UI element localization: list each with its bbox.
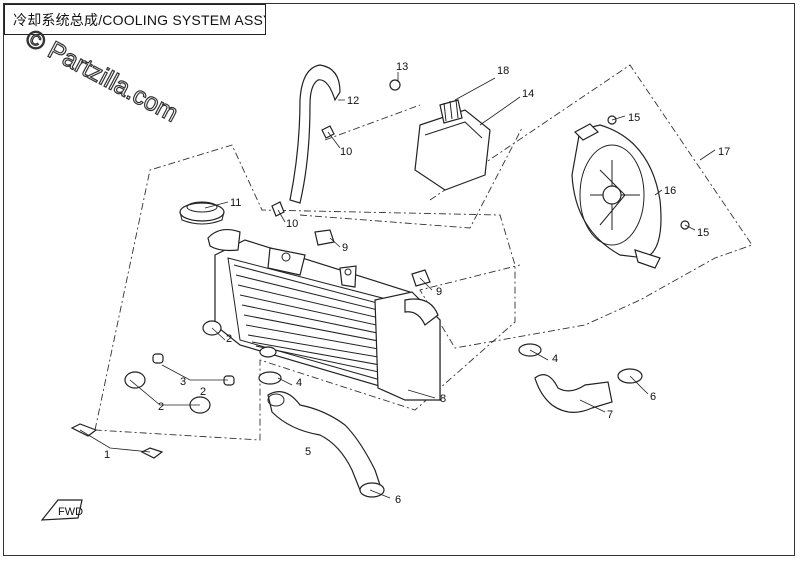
hose-clamp-part xyxy=(258,371,282,385)
bolt-part xyxy=(140,447,164,459)
callout-3: 3 xyxy=(180,376,186,388)
callout-4: 4 xyxy=(296,377,302,389)
hose-clip-part xyxy=(271,201,285,217)
hose-clamp-part xyxy=(359,482,385,498)
reservoir-tank-part xyxy=(389,79,491,191)
elbow-hose-part xyxy=(534,374,613,413)
callout-4: 4 xyxy=(552,353,558,365)
callout-2: 2 xyxy=(226,333,232,345)
callout-1: 1 xyxy=(104,449,110,461)
callout-2: 2 xyxy=(158,401,164,413)
callout-11: 11 xyxy=(230,197,241,209)
callout-15: 15 xyxy=(628,112,640,124)
callout-8: 8 xyxy=(440,393,446,405)
fan-shroud-part xyxy=(571,115,690,269)
assembly-outline-reservoir xyxy=(299,104,523,229)
callout-9: 9 xyxy=(436,286,442,298)
rubber-grommet-part xyxy=(124,371,146,389)
radiator-part xyxy=(207,228,441,401)
callout-17: 17 xyxy=(718,146,730,158)
callout-6: 6 xyxy=(650,391,656,403)
callout-10: 10 xyxy=(340,146,352,158)
callout-7: 7 xyxy=(607,409,613,421)
clip-part xyxy=(411,269,431,287)
callout-15: 15 xyxy=(697,227,709,239)
diagram-title: 冷却系统总成/COOLING SYSTEM ASSY xyxy=(4,4,266,35)
fwd-arrow-icon: FWD xyxy=(40,499,83,521)
bolt-part xyxy=(70,423,98,437)
overflow-hose-part xyxy=(289,64,341,204)
collar-part xyxy=(223,375,235,386)
callout-9: 9 xyxy=(342,242,348,254)
callout-16: 16 xyxy=(664,185,676,197)
lower-hose-part xyxy=(267,391,381,491)
radiator-cap-part xyxy=(179,201,225,225)
callout-2: 2 xyxy=(200,386,206,398)
callout-12: 12 xyxy=(347,95,359,107)
callouts: 1 2 2 2 3 4 4 5 6 6 7 8 9 9 10 10 11 12 … xyxy=(104,61,730,506)
fwd-label: FWD xyxy=(58,506,83,518)
clip-part xyxy=(314,229,335,246)
callout-18: 18 xyxy=(497,65,509,77)
callout-13: 13 xyxy=(396,61,408,73)
diagram-border xyxy=(3,3,795,556)
callout-5: 5 xyxy=(305,446,311,458)
callout-14: 14 xyxy=(522,88,534,100)
callout-6: 6 xyxy=(395,494,401,506)
callout-10: 10 xyxy=(286,218,298,230)
leader-lines xyxy=(79,72,716,499)
collar-part xyxy=(152,353,164,364)
